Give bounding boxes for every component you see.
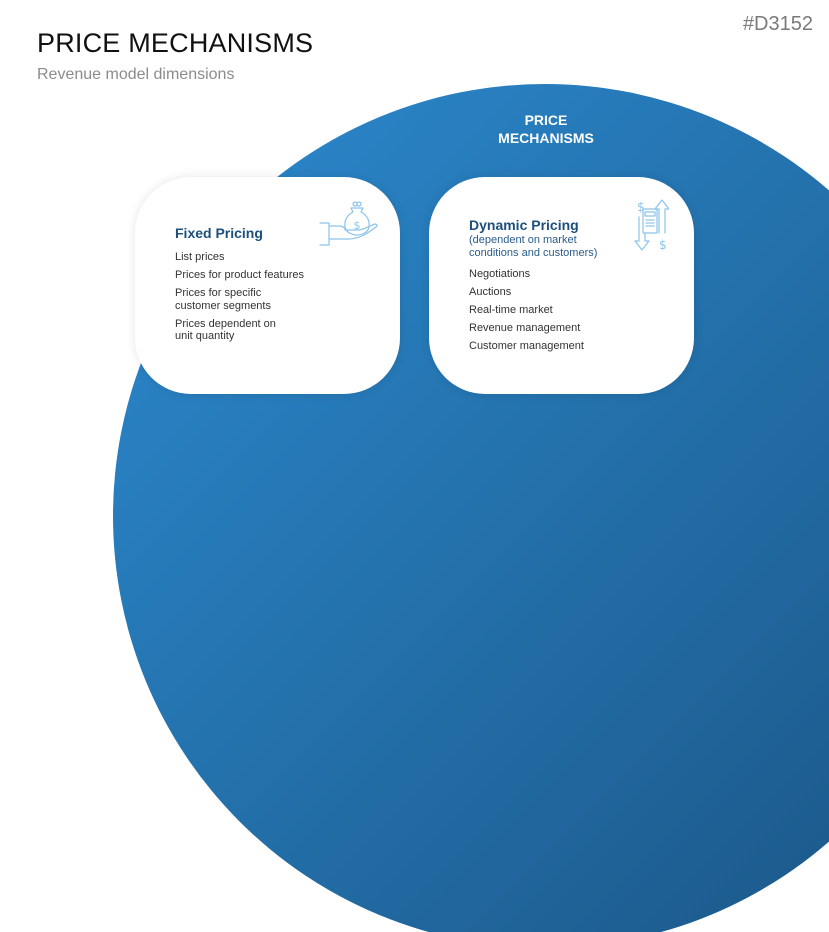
- svg-text:$: $: [637, 200, 645, 214]
- list-item: Prices for product features: [175, 269, 305, 281]
- item-list: List prices Prices for product features …: [175, 251, 304, 348]
- card-subtitle: (dependent on market conditions and cust…: [469, 234, 649, 260]
- list-item: List prices: [175, 251, 225, 263]
- page-title: PRICE MECHANISMS: [37, 28, 314, 58]
- list-item: Real-time market: [469, 304, 553, 316]
- calculator-price-arrows-icon: $ $: [633, 199, 670, 252]
- list-item: Customer management: [469, 340, 584, 352]
- card-title: Fixed Pricing: [175, 225, 263, 241]
- center-label-line1: PRICE: [524, 112, 568, 128]
- card-title: Dynamic Pricing: [469, 217, 579, 233]
- card-subtitle-line2: conditions and customers): [469, 247, 598, 259]
- center-label-line2: MECHANISMS: [498, 130, 594, 146]
- list-item: unit quantity: [175, 330, 235, 342]
- page-subtitle: Revenue model dimensions: [37, 66, 235, 83]
- card-fixed-pricing: $ Fixed Pricing List prices Prices for p…: [135, 177, 400, 394]
- list-item: Prices for specific: [175, 287, 262, 299]
- list-item: Auctions: [469, 286, 512, 298]
- list-item: Negotiations: [469, 268, 531, 280]
- list-item: Prices dependent on: [175, 317, 276, 330]
- card-dynamic-pricing: $ $ Dynamic Pricing (dependent on market…: [429, 177, 694, 394]
- svg-text:$: $: [354, 219, 361, 232]
- card-subtitle-line1: (dependent on market: [469, 234, 577, 246]
- svg-text:$: $: [659, 238, 667, 251]
- item-list: Negotiations Auctions Real-time market R…: [469, 268, 584, 358]
- list-item: customer segments: [175, 299, 271, 312]
- list-item: Revenue management: [469, 322, 581, 334]
- center-label: PRICE MECHANISMS: [466, 111, 626, 147]
- slide-code: #D3152: [742, 13, 813, 35]
- money-bag-hand-icon: $: [319, 199, 379, 247]
